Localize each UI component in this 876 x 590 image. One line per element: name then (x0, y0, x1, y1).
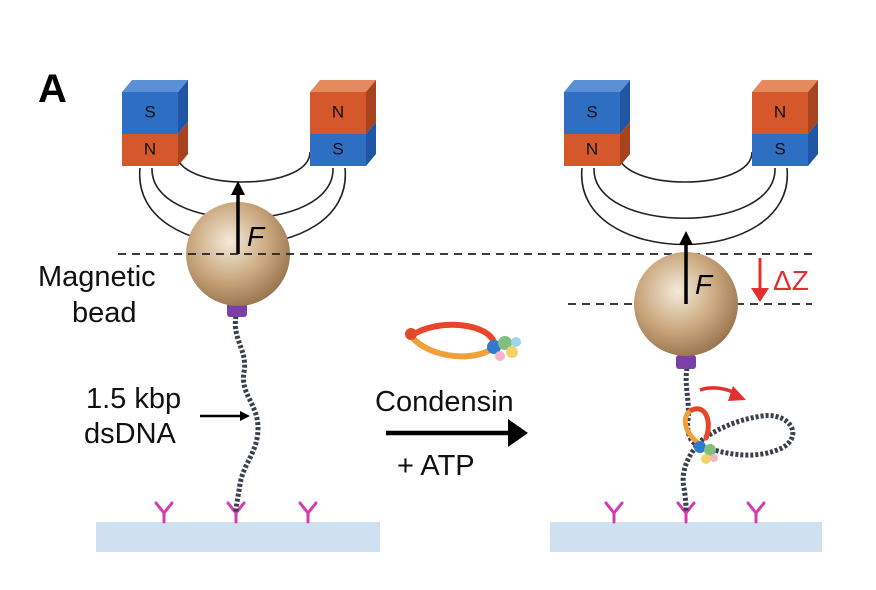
delta-z-arrowhead (751, 288, 769, 302)
panel-label: A (38, 67, 67, 111)
left-magnet-left-block: S N (122, 80, 188, 166)
pole-label-n: N (774, 102, 786, 121)
pole-label-n: N (332, 102, 344, 121)
pole-label-s: S (774, 139, 785, 158)
right-antibodies (604, 501, 766, 524)
pole-label-s: S (332, 139, 343, 158)
pole-label-n: N (144, 139, 156, 158)
reagent-sublabel: + ATP (397, 450, 475, 482)
right-force-label: F (695, 269, 714, 300)
right-magnet-right-block: N S (752, 80, 818, 166)
left-force-label: F (247, 221, 266, 252)
left-dna-tether (232, 315, 261, 513)
bead-label-line2: bead (72, 297, 137, 329)
right-dna-tether (680, 367, 796, 513)
pole-label-s: S (586, 102, 597, 121)
pole-label-n: N (586, 139, 598, 158)
bead-label-line1: Magnetic (38, 261, 156, 293)
left-panel: S N N S F Magnetic (38, 80, 380, 552)
right-bead-anchor (676, 355, 696, 369)
bound-condensin-icon (682, 406, 718, 464)
right-magnet-left-block: S N (564, 80, 630, 166)
reaction-arrowhead (508, 419, 528, 447)
delta-z-label: ΔZ (773, 265, 809, 296)
right-surface (550, 522, 822, 552)
left-antibodies (154, 501, 318, 524)
dna-label-line1: 1.5 kbp (86, 383, 181, 415)
left-magnet-right-block: N S (310, 80, 376, 166)
loop-extrusion-arrowhead (728, 386, 746, 401)
left-bead-anchor (227, 303, 247, 317)
right-panel: S N N S (550, 80, 822, 552)
pole-label-s: S (144, 102, 155, 121)
left-surface (96, 522, 380, 552)
dna-label-line2: dsDNA (84, 418, 177, 450)
reagent-label: Condensin (375, 386, 514, 418)
condensin-complex-icon (405, 321, 521, 361)
